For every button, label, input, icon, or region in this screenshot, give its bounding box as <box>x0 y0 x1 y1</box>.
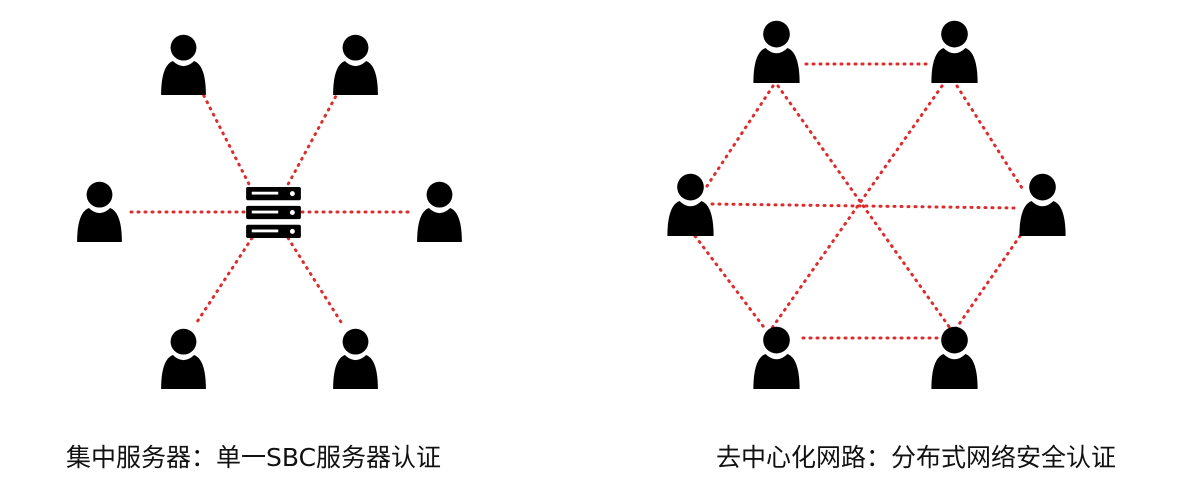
link-hub-bottomright <box>286 236 343 324</box>
link-topright-bottomleft <box>770 84 944 330</box>
link-topright-right <box>955 84 1024 190</box>
user-icon <box>417 181 462 242</box>
server-icon <box>246 187 301 238</box>
user-icon <box>753 326 800 389</box>
link-topleft-left <box>705 84 775 188</box>
link-hub-topright <box>283 92 339 192</box>
user-icon <box>77 181 122 242</box>
user-icon <box>333 34 378 95</box>
user-icon <box>667 173 714 236</box>
decentralized-links <box>693 62 1024 340</box>
link-hub-bottomleft <box>195 236 254 324</box>
centralized-links <box>126 92 412 324</box>
user-icon <box>333 328 378 389</box>
centralized-caption: 集中服务器：单一SBC服务器认证 <box>66 443 442 472</box>
user-icon <box>161 328 206 389</box>
link-hub-topleft <box>201 92 254 192</box>
user-icon <box>753 20 800 83</box>
link-left-bottomleft <box>693 234 768 332</box>
link-left-right <box>710 202 1018 210</box>
decentralized-network <box>667 20 1066 389</box>
user-icon <box>931 20 978 83</box>
user-icon <box>161 34 206 95</box>
user-icon <box>1019 173 1066 236</box>
centralized-network <box>77 34 462 389</box>
decentralized-caption: 去中心化网路：分布式网络安全认证 <box>716 443 1117 472</box>
user-icon <box>931 326 978 389</box>
link-topleft-bottomright <box>776 84 952 330</box>
link-right-bottomright <box>953 234 1022 332</box>
